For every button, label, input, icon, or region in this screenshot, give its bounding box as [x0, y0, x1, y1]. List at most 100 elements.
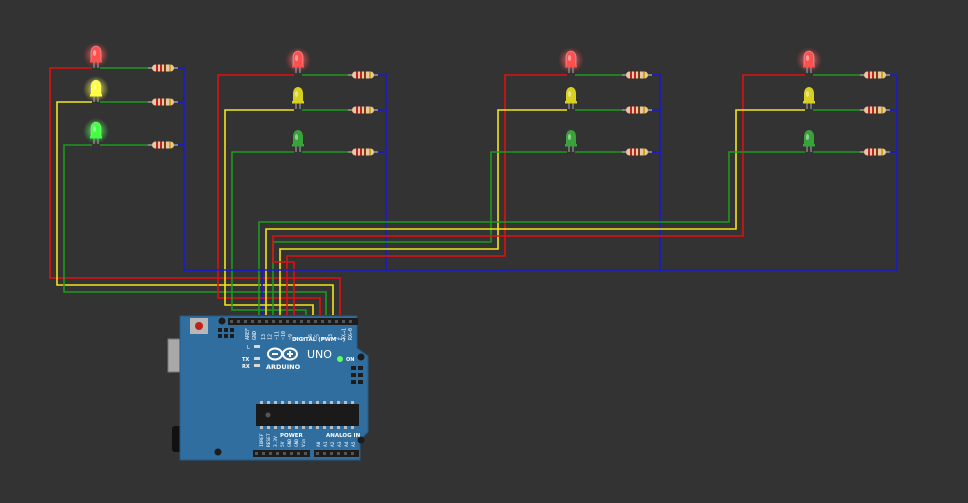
analog-pin-label: A1: [323, 441, 329, 447]
pin-hole: [265, 320, 268, 323]
mounting-hole: [357, 353, 365, 361]
power-pin-label: IOREF: [259, 433, 265, 447]
l-led: [254, 345, 260, 348]
power-pin-label: 5V: [280, 441, 286, 447]
digital-pin-label: 4: [321, 337, 327, 340]
pin-hole: [307, 320, 310, 323]
resistor[interactable]: [148, 64, 178, 72]
wire-blue[interactable]: [652, 74, 661, 270]
wire-green[interactable]: [63, 144, 327, 315]
pin-hole: [321, 320, 324, 323]
aref-label: AREF: [245, 328, 251, 340]
arduino-logo-text: ARDUINO: [266, 363, 301, 371]
power-pin-label: 3.3V: [273, 436, 279, 447]
tx-label: TX: [242, 357, 249, 363]
digital-pin-label: ~9: [288, 334, 294, 340]
chip-notch: [265, 412, 271, 418]
pin-hole: [230, 320, 233, 323]
digital-pin-label: RX←0: [348, 328, 354, 340]
analog-pin-label: A2: [330, 441, 336, 447]
pin-hole: [279, 320, 282, 323]
analog-label: ANALOG IN: [326, 433, 361, 439]
yellow-led[interactable]: [565, 87, 577, 109]
resistor[interactable]: [348, 148, 378, 156]
analog-pin-label: A3: [337, 441, 343, 447]
resistor[interactable]: [860, 148, 890, 156]
digital-pin-holes: [230, 320, 352, 323]
microcontroller-chip: [256, 404, 359, 426]
on-label: ON: [346, 357, 354, 363]
red-led[interactable]: [796, 47, 822, 73]
pin-hole: [342, 320, 345, 323]
digital-pin-label: TX→1: [341, 328, 347, 340]
l-label: L: [247, 345, 250, 351]
pin-hole: [349, 320, 352, 323]
resistor[interactable]: [148, 98, 178, 106]
digital-pin-label: 2: [335, 337, 341, 340]
wire-red[interactable]: [286, 74, 567, 315]
resistor[interactable]: [622, 148, 652, 156]
reset-button[interactable]: [195, 322, 203, 330]
resistor[interactable]: [860, 106, 890, 114]
resistor[interactable]: [348, 106, 378, 114]
pin-hole: [300, 320, 303, 323]
rx-label: RX: [242, 364, 250, 370]
analog-pin-label: A5: [351, 441, 357, 447]
power-header[interactable]: [253, 450, 310, 457]
gnd-label: GND: [252, 331, 258, 340]
resistor[interactable]: [348, 71, 378, 79]
wires: [49, 67, 898, 315]
chip-pins: [260, 401, 354, 429]
green-led[interactable]: [565, 130, 577, 152]
digital-pin-label: ~6: [308, 334, 314, 340]
red-led[interactable]: [285, 47, 311, 73]
yellow-led[interactable]: [83, 76, 109, 102]
rx-led: [254, 364, 260, 367]
red-led[interactable]: [558, 47, 584, 73]
wire-yellow[interactable]: [265, 109, 805, 315]
pin-hole: [314, 320, 317, 323]
resistor[interactable]: [622, 71, 652, 79]
wire-red[interactable]: [272, 74, 805, 315]
green-led[interactable]: [803, 130, 815, 152]
digital-pin-label: ~11: [274, 331, 280, 340]
digital-pin-label: 12: [268, 334, 274, 340]
resistor[interactable]: [148, 141, 178, 149]
pin-hole: [251, 320, 254, 323]
wire-blue[interactable]: [184, 74, 898, 271]
analog-pin-label: A0: [316, 441, 322, 447]
yellow-led[interactable]: [292, 87, 304, 109]
wire-blue[interactable]: [378, 74, 387, 270]
analog-header[interactable]: [314, 450, 359, 457]
wire-green[interactable]: [231, 151, 307, 315]
analog-pin-label: A4: [344, 441, 350, 447]
wire-yellow[interactable]: [224, 109, 314, 315]
yellow-led[interactable]: [803, 87, 815, 109]
wire-red[interactable]: [217, 74, 321, 315]
resistor[interactable]: [622, 106, 652, 114]
wire-green[interactable]: [258, 151, 805, 315]
wire-yellow[interactable]: [56, 101, 334, 315]
pin-hole: [293, 320, 296, 323]
digital-pin-label: ~10: [281, 331, 287, 340]
power-label: POWER: [280, 433, 304, 439]
power-pin-label: GND: [294, 439, 300, 447]
red-led[interactable]: [83, 42, 109, 68]
digital-label: DIGITAL (PWM ~): [292, 337, 346, 343]
wire-yellow[interactable]: [279, 109, 567, 315]
arduino-logo-icon: [267, 347, 298, 361]
green-led[interactable]: [83, 118, 109, 144]
power-pin-label: RESET: [266, 433, 272, 447]
pin-hole: [272, 320, 275, 323]
green-led[interactable]: [292, 130, 304, 152]
wire-red[interactable]: [49, 67, 341, 315]
wire-green[interactable]: [272, 151, 567, 315]
power-pin-label: GND: [287, 439, 293, 447]
resistor[interactable]: [860, 71, 890, 79]
digital-pin-label: 7: [301, 337, 307, 340]
pin-hole: [237, 320, 240, 323]
